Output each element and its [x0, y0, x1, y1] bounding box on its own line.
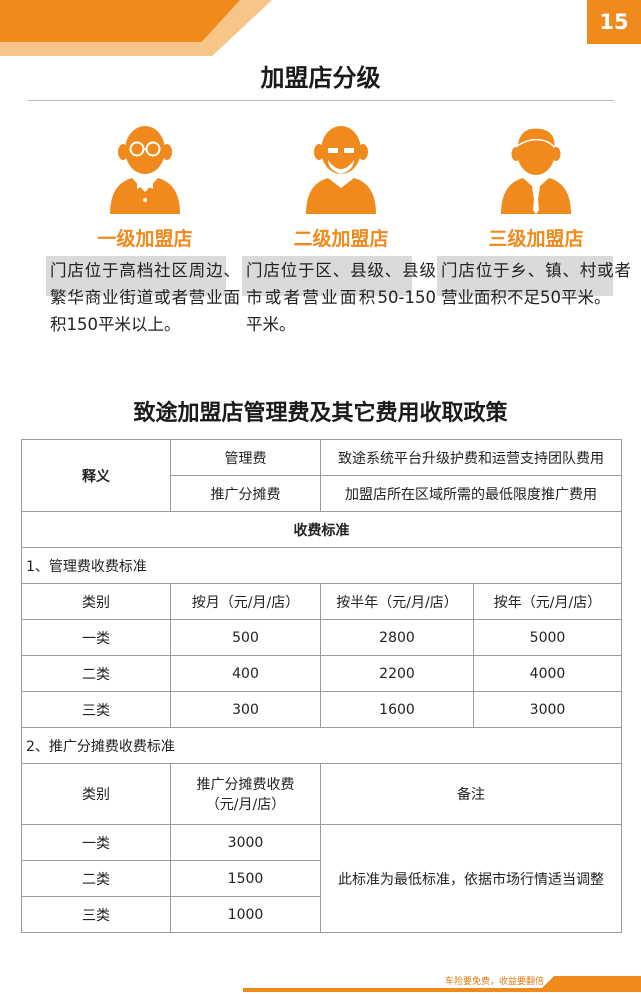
- tier-column-3: 三级加盟店 门店位于乡、镇、村或者营业面积不足50平米。: [437, 122, 631, 311]
- header-cell: 按月（元/月/店）: [170, 583, 321, 620]
- header-cell: 备注: [320, 763, 622, 825]
- elder-man-icon: [110, 126, 180, 214]
- data-cell: 一类: [21, 824, 171, 861]
- table-row: 二类 400 2200 4000: [21, 655, 622, 692]
- fee-table: 释义 管理费 致途系统平台升级护费和运营支持团队费用 推广分摊费 加盟店所在区域…: [21, 439, 622, 933]
- fee-policy-title: 致途加盟店管理费及其它费用收取政策: [133, 401, 508, 426]
- data-cell: 300: [170, 691, 321, 728]
- tier-name: 二级加盟店: [293, 228, 389, 250]
- data-cell: 1500: [170, 860, 321, 897]
- meaning-cell: 加盟店所在区域所需的最低限度推广费用: [320, 475, 622, 512]
- table-header-row: 类别 按月（元/月/店） 按半年（元/月/店） 按年（元/月/店）: [21, 583, 622, 620]
- term-cell: 管理费: [170, 439, 321, 476]
- tier-description: 门店位于区、县级、县级市或者营业面积50-150平米。: [242, 256, 436, 338]
- data-cell: 三类: [21, 691, 171, 728]
- data-cell: 2800: [320, 619, 474, 656]
- meaning-cell: 致途系统平台升级护费和运营支持团队费用: [320, 439, 622, 476]
- table-row: 收费标准: [21, 511, 622, 548]
- table-row: 释义 管理费 致途系统平台升级护费和运营支持团队费用: [21, 439, 622, 512]
- data-cell: 1000: [170, 896, 321, 933]
- table-row: 1、管理费收费标准: [21, 547, 622, 584]
- definition-label-cell: 释义: [21, 439, 171, 512]
- header-dark-band: [0, 0, 240, 42]
- page-title: 加盟店分级: [260, 64, 381, 92]
- page-number: 15: [587, 0, 641, 44]
- text-highlight: [46, 256, 226, 296]
- data-cell: 2200: [320, 655, 474, 692]
- header-cell: 类别: [21, 583, 171, 620]
- data-cell: 二类: [21, 655, 171, 692]
- title-divider: [28, 100, 614, 101]
- data-cell: 一类: [21, 619, 171, 656]
- tier-column-1: 一级加盟店 门店位于高档社区周边、繁华商业街道或者营业面积150平米以上。: [46, 122, 240, 338]
- footer-slogan: 车险要免费，收益要翻倍: [445, 977, 545, 987]
- header-cell: 推广分摊费收费 （元/月/店）: [170, 763, 321, 825]
- data-cell: 1600: [320, 691, 474, 728]
- tier-column-2: 二级加盟店 门店位于区、县级、县级市或者营业面积50-150平米。: [242, 122, 436, 338]
- table-row: 2、推广分摊费收费标准: [21, 727, 622, 764]
- table-row: 一类 3000 此标准为最低标准，依据市场行情适当调整: [21, 824, 622, 933]
- data-cell: 3000: [170, 824, 321, 861]
- data-cell: 400: [170, 655, 321, 692]
- tier-name: 一级加盟店: [97, 228, 193, 250]
- section-label-cell: 2、推广分摊费收费标准: [21, 727, 622, 764]
- table-header-row: 类别 推广分摊费收费 （元/月/店） 备注: [21, 763, 622, 825]
- header-line: 推广分摊费收费: [196, 777, 295, 793]
- data-cell: 4000: [473, 655, 622, 692]
- text-highlight: [242, 256, 412, 296]
- data-cell: 5000: [473, 619, 622, 656]
- section-label-cell: 1、管理费收费标准: [21, 547, 622, 584]
- table-row: 三类 300 1600 3000: [21, 691, 622, 728]
- term-cell: 推广分摊费: [170, 475, 321, 512]
- footer-line: [243, 988, 641, 992]
- data-cell: 500: [170, 619, 321, 656]
- header-cell: 类别: [21, 763, 171, 825]
- table-row: 一类 500 2800 5000: [21, 619, 622, 656]
- standard-label-cell: 收费标准: [21, 511, 622, 548]
- text-highlight: [437, 256, 613, 296]
- header-cell: 按年（元/月/店）: [473, 583, 622, 620]
- table-row: 三类 1000: [21, 896, 622, 933]
- young-man-icon: [501, 127, 571, 214]
- tier-name: 三级加盟店: [488, 228, 584, 250]
- data-cell: 二类: [21, 860, 171, 897]
- header-cell: 按半年（元/月/店）: [320, 583, 474, 620]
- tier-description: 门店位于高档社区周边、繁华商业街道或者营业面积150平米以上。: [46, 256, 240, 338]
- note-cell: 此标准为最低标准，依据市场行情适当调整: [320, 824, 622, 933]
- footer-tab: [540, 976, 641, 990]
- data-cell: 3000: [473, 691, 622, 728]
- tier-description: 门店位于乡、镇、村或者营业面积不足50平米。: [437, 256, 631, 311]
- header-line: （元/月/店）: [205, 797, 286, 813]
- data-cell: 三类: [21, 896, 171, 933]
- bearded-man-icon: [306, 126, 376, 214]
